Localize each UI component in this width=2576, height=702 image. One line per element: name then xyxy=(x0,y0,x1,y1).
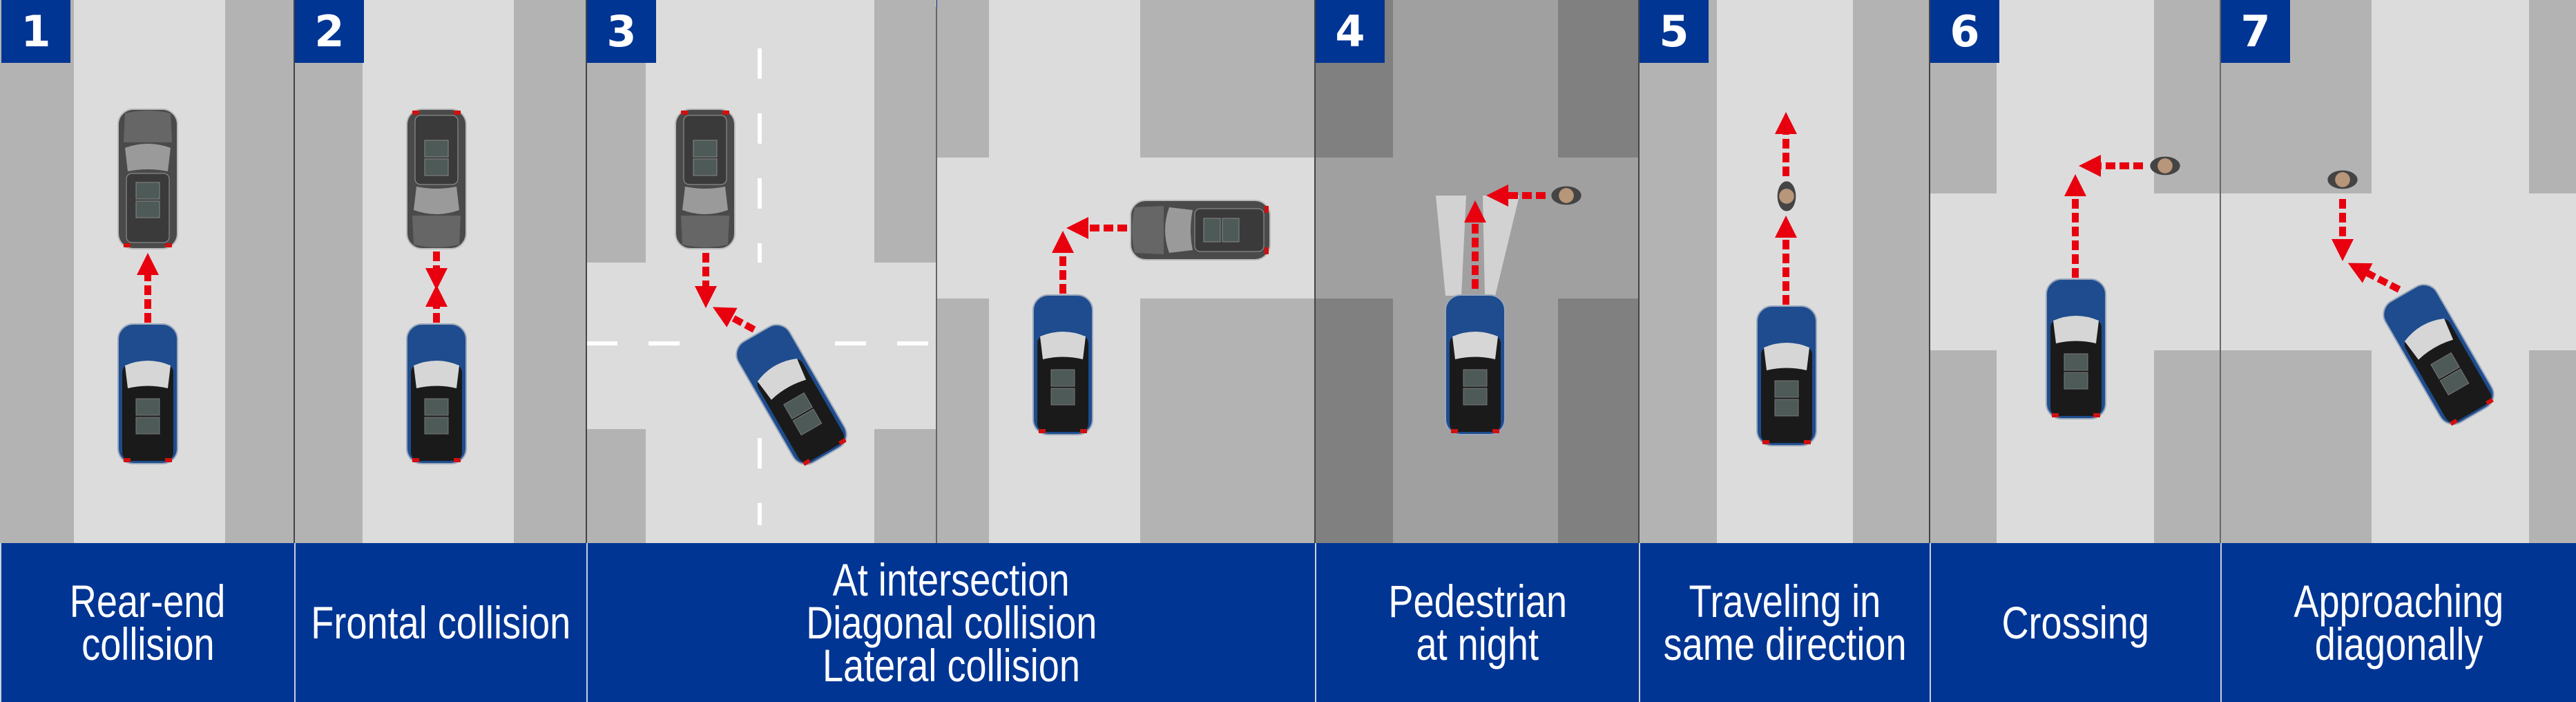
panel-2-scene xyxy=(294,0,586,543)
panel-caption: Traveling in same direction xyxy=(1639,543,1930,702)
caption-line: diagonally xyxy=(2314,618,2483,670)
caption-line: Pedestrian xyxy=(1388,576,1567,627)
pedestrian-icon xyxy=(1777,181,1796,211)
ego-car xyxy=(1032,294,1093,435)
panel-4-scene xyxy=(1315,0,1639,543)
panel-caption: Approaching diagonally xyxy=(2220,543,2576,702)
caption-line: Frontal collision xyxy=(311,597,571,648)
caption-line: Diagonal collision xyxy=(805,597,1097,648)
panel-number-badge: 5 xyxy=(1640,0,1709,63)
panel-number-badge: 3 xyxy=(587,0,656,63)
panel-number-badge: 1 xyxy=(1,0,70,63)
pedestrian-icon xyxy=(2327,170,2358,189)
caption-line: Approaching xyxy=(2294,576,2504,627)
panel-7-scene xyxy=(2221,0,2576,543)
panel-caption: At intersection Diagonal collision Later… xyxy=(586,543,1315,702)
ego-car xyxy=(406,323,467,464)
crossing-car xyxy=(675,108,736,249)
oncoming-car xyxy=(406,108,467,249)
caption-line: Traveling in xyxy=(1689,576,1881,627)
headlight-beam xyxy=(1436,196,1466,296)
lead-car xyxy=(117,108,178,249)
panel-caption: Rear-end collision xyxy=(0,543,294,702)
panel-3-lateral-scene xyxy=(937,0,1314,543)
ego-car xyxy=(1756,305,1817,446)
panel-number-badge: 4 xyxy=(1316,0,1385,63)
panel-caption: Frontal collision xyxy=(294,543,586,702)
caption-line: Lateral collision xyxy=(822,640,1081,691)
lateral-car xyxy=(1130,200,1271,260)
panel-1-scene xyxy=(0,0,294,543)
caption-line: collision xyxy=(81,618,215,670)
panel-5-scene xyxy=(1639,0,1930,543)
ego-car xyxy=(117,323,178,464)
caption-line: Rear-end xyxy=(70,576,226,627)
panel-number-badge: 7 xyxy=(2221,0,2290,63)
pedestrian-icon xyxy=(1551,186,1582,205)
caption-line: Crossing xyxy=(2001,597,2150,648)
panel-6-scene xyxy=(1930,0,2220,543)
headlight-beam xyxy=(1483,196,1519,296)
ego-car xyxy=(1445,294,1506,435)
panel-caption: Crossing xyxy=(1930,543,2220,702)
scenario-illustrations xyxy=(0,0,2576,543)
panel-number-badge: 6 xyxy=(1930,0,1999,63)
caption-line: same direction xyxy=(1663,618,1907,670)
arrow-diagonal xyxy=(2347,263,2401,293)
ego-car xyxy=(2046,278,2106,419)
caption-line: At intersection xyxy=(833,554,1070,605)
panel-number-badge: 2 xyxy=(295,0,364,63)
caption-line: at night xyxy=(1416,618,1539,670)
pedestrian-icon xyxy=(2150,156,2180,176)
panel-3-intersection-scene xyxy=(586,0,936,543)
panel-caption: Pedestrian at night xyxy=(1315,543,1639,702)
arrow-diagonal xyxy=(712,307,756,333)
